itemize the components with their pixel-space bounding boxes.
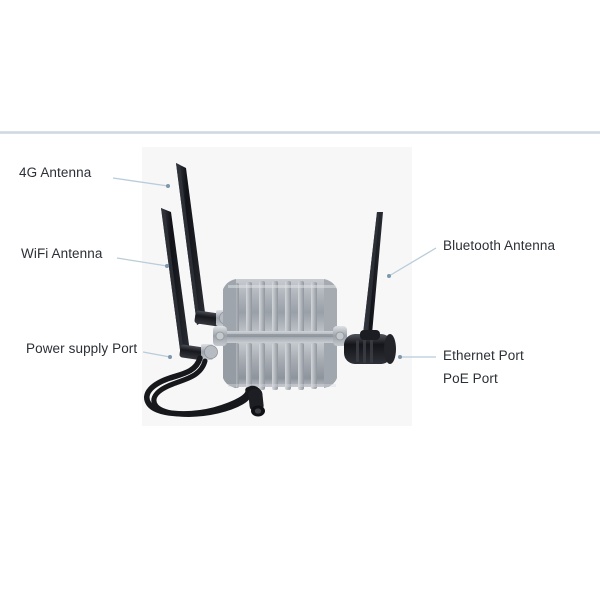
callout-label-ethernet-port: Ethernet Port bbox=[443, 348, 524, 363]
product-photo-panel bbox=[142, 147, 412, 426]
callout-label-poe-port: PoE Port bbox=[443, 371, 498, 386]
callout-label-4g-antenna: 4G Antenna bbox=[19, 165, 92, 180]
top-divider bbox=[0, 131, 600, 134]
callout-label-wifi-antenna: WiFi Antenna bbox=[21, 246, 103, 261]
callout-label-bluetooth-antenna: Bluetooth Antenna bbox=[443, 238, 556, 253]
callout-label-power-supply-port: Power supply Port bbox=[26, 341, 138, 356]
